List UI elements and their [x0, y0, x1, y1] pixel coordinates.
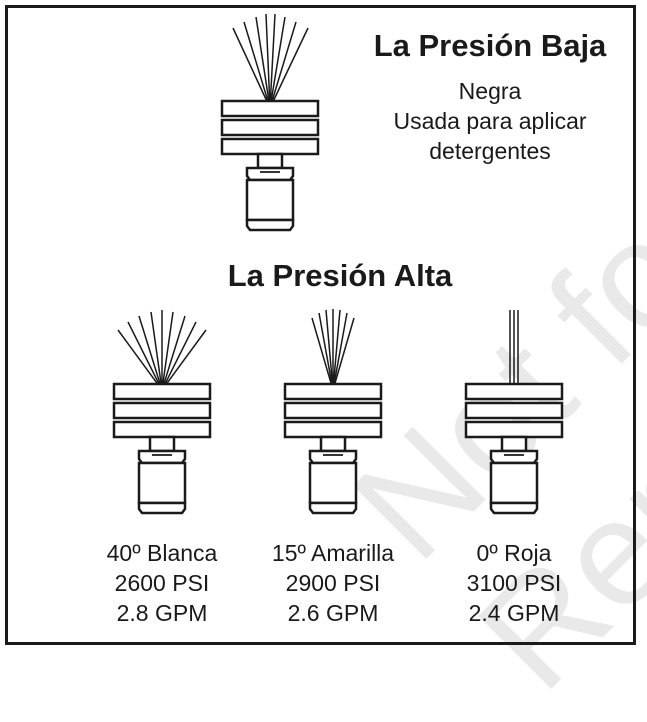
nozzle-40-spray-icon — [117, 310, 207, 391]
nozzle-0-red-icon — [464, 310, 564, 515]
nozzle-40-name: 40º Blanca — [106, 540, 218, 566]
nozzle-15-psi: 2900 PSI — [285, 570, 381, 596]
nozzle-15-spray-icon — [311, 309, 355, 391]
nozzle-40-psi: 2600 PSI — [114, 570, 210, 596]
nozzle-40-gpm: 2.8 GPM — [116, 600, 208, 626]
nozzle-0-gpm: 2.4 GPM — [468, 600, 560, 626]
nozzle-15-gpm: 2.6 GPM — [287, 600, 379, 626]
low-pressure-title: La Presión Baja — [373, 28, 607, 63]
nozzle-15-name: 15º Amarilla — [271, 540, 395, 566]
low-pressure-use-line1: Usada para aplicar — [393, 108, 587, 134]
low-pressure-use-line2: detergentes — [429, 138, 551, 164]
nozzle-0-psi: 3100 PSI — [466, 570, 562, 596]
low-pressure-color: Negra — [458, 78, 522, 104]
nozzle-0-spray-icon — [509, 310, 519, 390]
high-pressure-title: La Presión Alta — [227, 258, 453, 293]
nozzle-illustrations — [112, 13, 564, 515]
nozzle-40-white-icon — [112, 310, 212, 515]
low-pressure-spray-icon — [232, 13, 309, 109]
nozzle-15-yellow-icon — [283, 309, 383, 515]
low-pressure-nozzle-icon — [220, 13, 320, 232]
nozzle-0-name: 0º Roja — [476, 540, 552, 566]
